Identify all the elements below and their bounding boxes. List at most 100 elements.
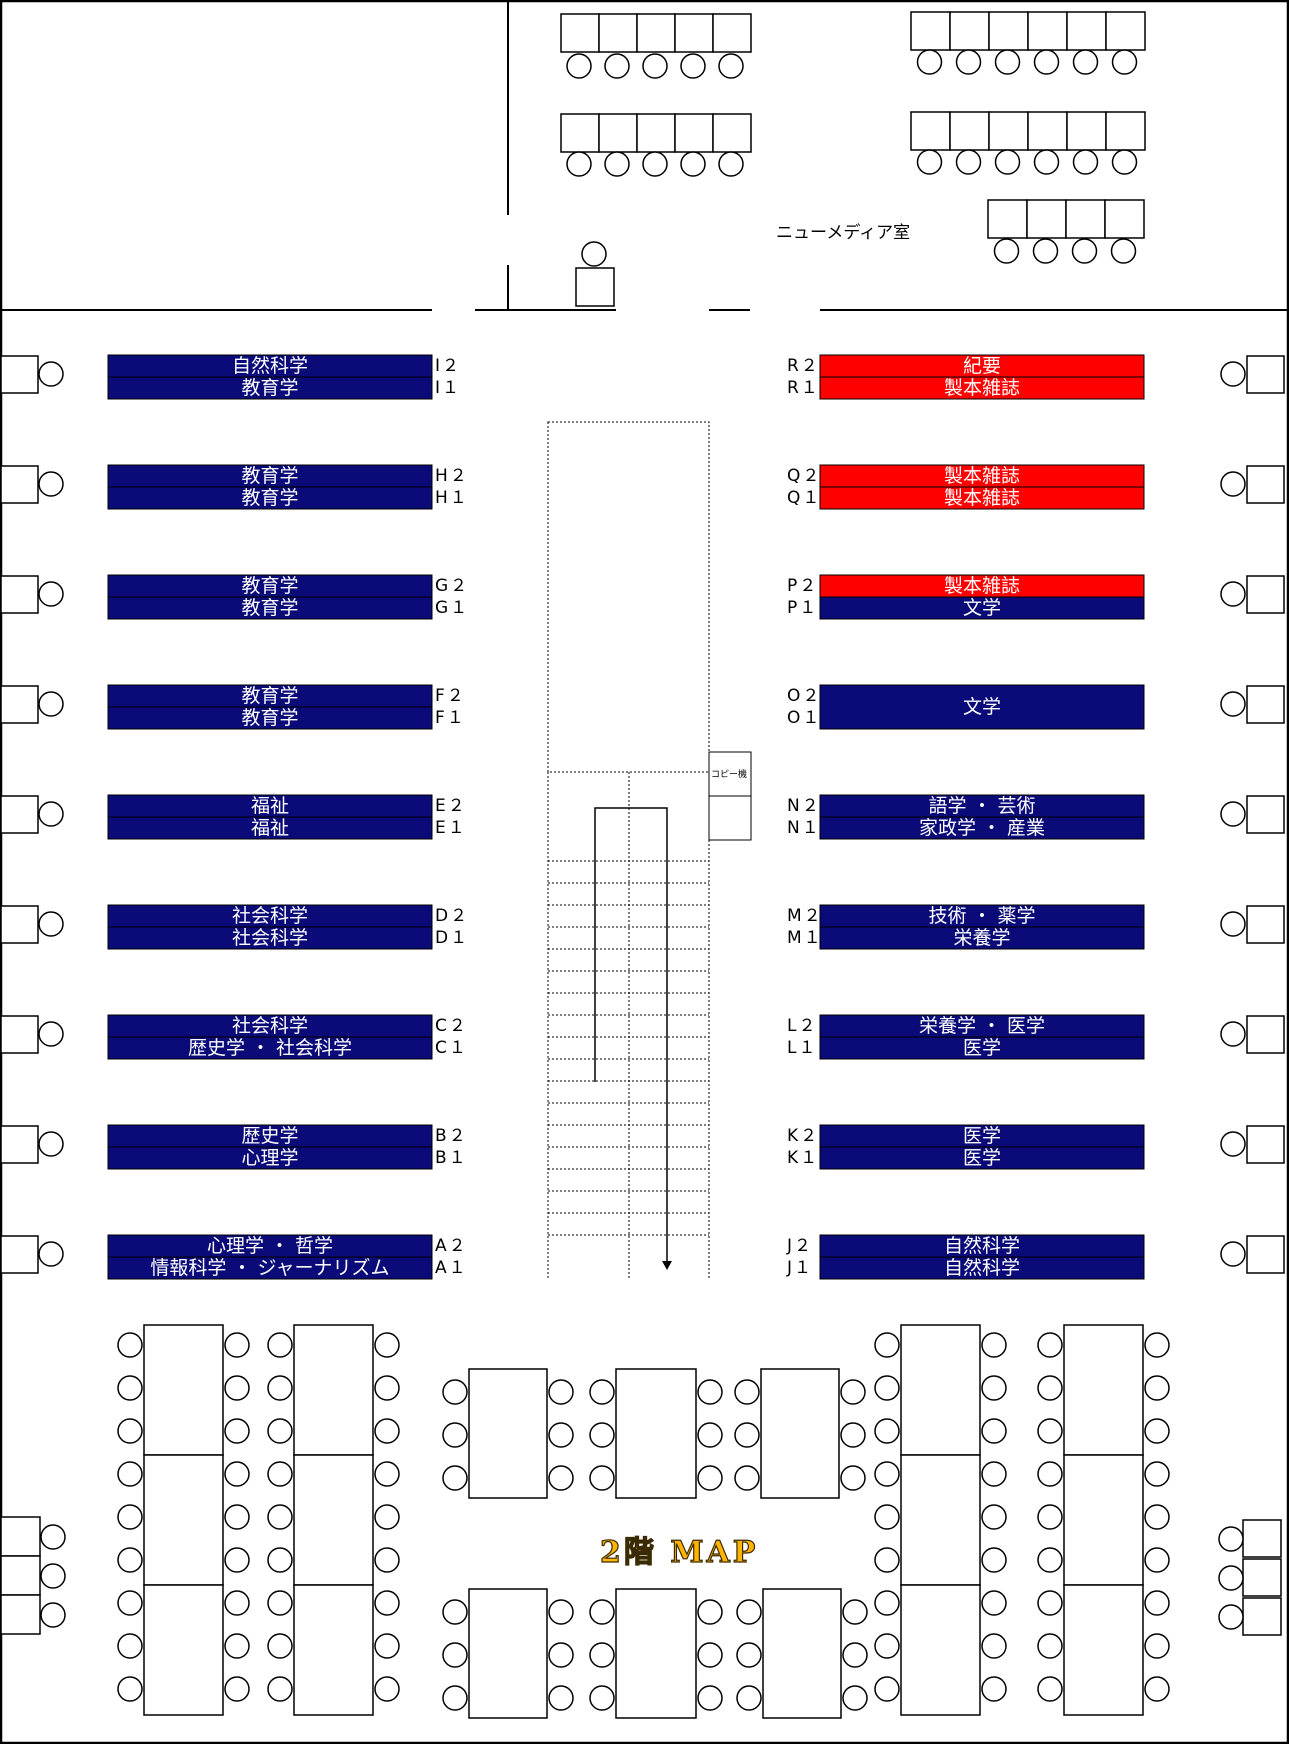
wall-seat-desk bbox=[0, 575, 39, 614]
shelf-label: 製本雑誌 bbox=[944, 487, 1020, 509]
chair bbox=[1220, 1021, 1246, 1047]
reading-table bbox=[143, 1454, 224, 1586]
chair bbox=[548, 1379, 574, 1405]
chair bbox=[548, 1599, 574, 1625]
chair bbox=[842, 1642, 868, 1668]
chair bbox=[589, 1642, 615, 1668]
chair bbox=[38, 471, 64, 497]
wall-seat-desk bbox=[1246, 685, 1285, 724]
chair bbox=[1144, 1633, 1170, 1659]
wall-seat-desk bbox=[0, 355, 39, 394]
shelf-lower bbox=[819, 596, 1145, 620]
chair bbox=[1110, 238, 1137, 264]
pc-desk bbox=[674, 113, 714, 153]
chair bbox=[38, 1131, 64, 1157]
shelf-code: K２ bbox=[787, 1126, 819, 1146]
chair bbox=[736, 1685, 762, 1711]
shelf-label: 製本雑誌 bbox=[944, 377, 1020, 399]
chair bbox=[1071, 238, 1098, 264]
wall-seat-desk bbox=[0, 1516, 41, 1557]
shelf-label: 教育学 bbox=[241, 597, 298, 619]
chair bbox=[442, 1379, 468, 1405]
shelf-code: O２ bbox=[787, 686, 821, 706]
chair bbox=[916, 149, 943, 175]
chair bbox=[1037, 1633, 1063, 1659]
shelf-label: 医学 bbox=[963, 1037, 1001, 1059]
chair bbox=[734, 1465, 760, 1491]
shelf-code: G２ bbox=[435, 576, 469, 596]
chair bbox=[40, 1602, 66, 1628]
shelf-label: 教育学 bbox=[241, 575, 298, 597]
shelf-label: 栄養学 ・ 医学 bbox=[919, 1015, 1045, 1037]
chair bbox=[38, 1021, 64, 1047]
counter-desk bbox=[575, 267, 615, 307]
chair bbox=[267, 1504, 293, 1530]
furniture-layer bbox=[0, 11, 1285, 1719]
chair bbox=[117, 1375, 143, 1401]
wall-seat-desk bbox=[1246, 795, 1285, 834]
labels-layer: ニューメディア室 コピー機 2階 MAP bbox=[599, 222, 910, 1571]
chair bbox=[642, 53, 668, 79]
shelf-label: 文学 bbox=[963, 597, 1001, 619]
reading-table bbox=[900, 1584, 981, 1716]
chair bbox=[224, 1590, 250, 1616]
shelf-code: A２ bbox=[435, 1236, 468, 1256]
pc-desk bbox=[560, 13, 600, 53]
pc-desk bbox=[988, 11, 1029, 51]
pc-desk bbox=[598, 13, 638, 53]
chair bbox=[840, 1379, 866, 1405]
chair bbox=[1220, 1131, 1246, 1157]
chair bbox=[1144, 1590, 1170, 1616]
chair bbox=[697, 1642, 723, 1668]
chair bbox=[697, 1379, 723, 1405]
wall-seat-desk bbox=[1242, 1597, 1282, 1636]
chair bbox=[1033, 149, 1060, 175]
chair bbox=[267, 1633, 293, 1659]
chair bbox=[1144, 1547, 1170, 1573]
wall-seat-desk bbox=[0, 1015, 39, 1054]
chair bbox=[1218, 1526, 1244, 1552]
chair bbox=[374, 1332, 400, 1358]
shelf-code: R２ bbox=[787, 356, 820, 376]
shelf-code: J２ bbox=[786, 1236, 813, 1256]
wall-seat-desk bbox=[1246, 1235, 1285, 1274]
shelf-code: C１ bbox=[435, 1038, 468, 1058]
reading-table bbox=[615, 1368, 697, 1499]
shelf-label: 自然科学 bbox=[944, 1235, 1020, 1257]
shelf-lower bbox=[107, 706, 433, 730]
chair bbox=[1220, 801, 1246, 827]
pc-desk bbox=[1105, 111, 1146, 151]
shelf-code: H２ bbox=[435, 466, 469, 486]
wall-seat-desk bbox=[0, 685, 39, 724]
chair bbox=[374, 1590, 400, 1616]
shelf-code: N１ bbox=[787, 818, 821, 838]
shelf-lower bbox=[107, 926, 433, 950]
reading-table bbox=[468, 1588, 548, 1719]
chair bbox=[117, 1504, 143, 1530]
chair bbox=[38, 691, 64, 717]
chair bbox=[589, 1379, 615, 1405]
shelf-label: 教育学 bbox=[241, 377, 298, 399]
chair bbox=[267, 1461, 293, 1487]
shelf-code: E１ bbox=[435, 818, 467, 838]
shelf-code: O１ bbox=[787, 708, 821, 728]
shelf-lower bbox=[107, 1146, 433, 1170]
chair bbox=[1111, 49, 1138, 75]
chair bbox=[548, 1642, 574, 1668]
wall-seat-desk bbox=[0, 795, 39, 834]
pc-desk bbox=[1066, 11, 1107, 51]
chair bbox=[442, 1465, 468, 1491]
chair bbox=[842, 1685, 868, 1711]
shelf-label: 福祉 bbox=[251, 795, 289, 817]
chair bbox=[1037, 1375, 1063, 1401]
shelf-code: Q１ bbox=[787, 488, 821, 508]
pc-desk bbox=[988, 111, 1029, 151]
chair bbox=[981, 1461, 1007, 1487]
pc-desk bbox=[560, 113, 600, 153]
pc-desk bbox=[949, 11, 990, 51]
stairwell-outline bbox=[547, 421, 710, 773]
chair bbox=[38, 801, 64, 827]
shelf-label: 社会科学 bbox=[232, 1015, 308, 1037]
pc-desk bbox=[1027, 111, 1068, 151]
